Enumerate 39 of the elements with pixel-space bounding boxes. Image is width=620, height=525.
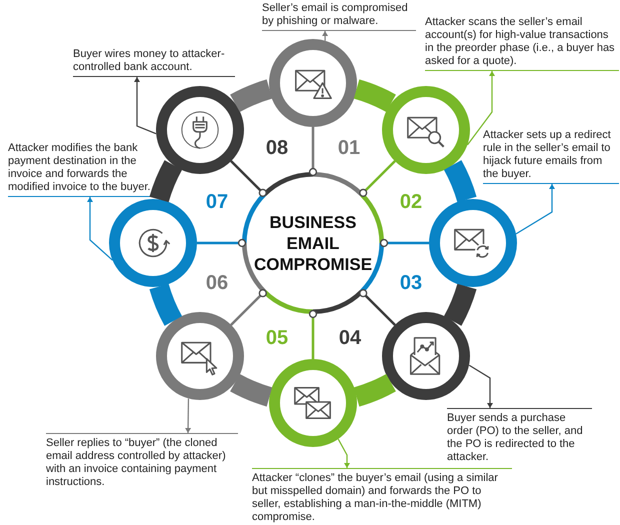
leader-line <box>185 398 192 433</box>
leader-line <box>322 31 328 41</box>
step-number: 07 <box>206 191 228 213</box>
step-description: Attacker sets up a redirect rule in the seller’s email to hijack future emails from the buyer. <box>483 129 619 184</box>
leader-line <box>87 197 113 261</box>
spoke-line <box>359 289 396 326</box>
step-number: 04 <box>338 327 362 349</box>
ring-band <box>354 374 396 406</box>
spoke-line <box>308 127 318 176</box>
step-description: Attacker “clones” the buyer’s email (using a similar but misspelled domain) and forwards the PO to seller, establishing a man-in-the-middle (MITM) compromise. <box>252 468 512 524</box>
ring-band <box>150 284 182 326</box>
step-description: Buyer sends a purchase order (PO) to the seller, and the PO is redirected to the attacker. <box>447 408 592 464</box>
leader-line <box>467 71 495 146</box>
spoke-line <box>380 238 429 248</box>
spoke-line <box>359 160 396 197</box>
step-description: Seller replies to “buyer” (the cloned email address controlled by attacker) with an invoice containing payment instructions. <box>46 433 238 489</box>
leader-line <box>338 438 350 468</box>
step-description: Seller’s email is compromised by phishing or malware. <box>262 2 416 31</box>
center-heading: BUSINESS EMAIL COMPROMISE <box>252 212 374 274</box>
step-description: Attacker scans the seller’s email account(s) for high-value transactions in the preorder phase (i.e., a buyer has asked for a quote). <box>425 16 619 71</box>
ring-band <box>444 284 476 326</box>
leader-line <box>134 77 156 134</box>
spoke-line <box>197 238 246 248</box>
step-number: 06 <box>206 272 228 294</box>
step-number: 01 <box>338 137 360 159</box>
step-description: Attacker modifies the bank payment destination in the invoice and forwards the modified invoice to the buyer. <box>8 142 151 197</box>
ring-band <box>150 160 182 202</box>
ring-band <box>354 80 396 112</box>
step-number: 03 <box>400 272 422 294</box>
ring-band <box>230 374 272 406</box>
leader-line <box>516 184 555 234</box>
step-description: Buyer wires money to attacker-controlled bank account. <box>73 48 235 77</box>
step-number: 02 <box>400 191 422 213</box>
spoke-line <box>308 310 318 359</box>
step-number: 08 <box>266 137 288 159</box>
step-number: 05 <box>266 327 288 349</box>
leader-line <box>468 364 493 408</box>
spoke-line <box>230 289 267 326</box>
spoke-line <box>230 160 267 197</box>
